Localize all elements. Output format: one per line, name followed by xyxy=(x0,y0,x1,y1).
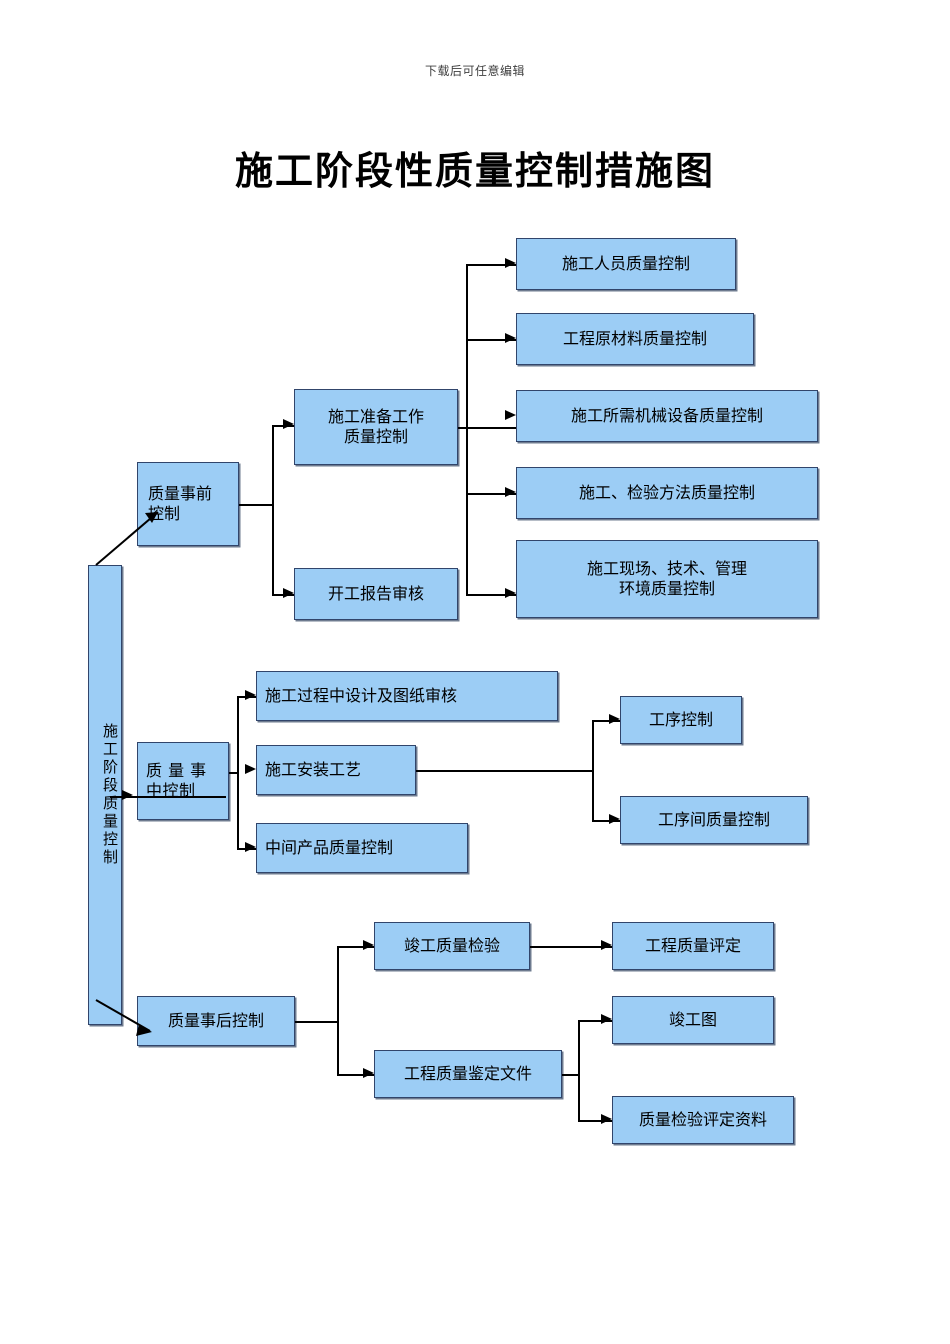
edge-pre-trunk xyxy=(272,425,274,595)
edge-installart-trunk xyxy=(592,720,594,820)
edge-finalcheck-to-evaluation-line xyxy=(530,946,612,948)
edge-root-to-during-line xyxy=(110,796,226,798)
node-site-environment-quality-control[interactable]: 施工现场、技术、管理 环境质量控制 xyxy=(516,540,818,618)
node-process-control[interactable]: 工序控制 xyxy=(620,696,742,744)
node-machinery-quality-control[interactable]: 施工所需机械设备质量控制 xyxy=(516,390,818,442)
node-raw-material-quality-control[interactable]: 工程原材料质量控制 xyxy=(516,313,754,365)
node-root[interactable]: 施工阶段质量控制 xyxy=(88,565,122,1025)
edge-during-trunk xyxy=(237,696,239,848)
edge-post-trunk xyxy=(337,946,339,1074)
node-preparation-work[interactable]: 施工准备工作 质量控制 xyxy=(294,389,458,465)
edge-prep-to-machinery-arrow xyxy=(505,410,516,420)
edge-prep-to-environment-arrow xyxy=(505,588,516,598)
edge-prep-stem xyxy=(458,427,516,429)
edge-installart-to-process-line xyxy=(592,720,620,722)
edge-post-to-finalcheck-line xyxy=(337,946,374,948)
edge-post-to-appraisal-line xyxy=(337,1074,374,1076)
edge-installart-to-process-arrow xyxy=(609,714,620,724)
node-final-quality-inspection[interactable]: 竣工质量检验 xyxy=(374,922,530,970)
node-post-control[interactable]: 质量事后控制 xyxy=(137,996,295,1046)
node-as-built-drawing[interactable]: 竣工图 xyxy=(612,996,774,1044)
edge-pre-to-prep-arrow xyxy=(283,419,294,429)
edge-appraisal-to-records-line xyxy=(578,1120,612,1122)
document-header-note: 下载后可任意编辑 xyxy=(424,64,525,78)
edge-during-to-installart-arrow xyxy=(245,764,256,774)
node-start-report-review[interactable]: 开工报告审核 xyxy=(294,568,458,620)
edge-finalcheck-to-evaluation-arrow xyxy=(601,940,612,950)
node-personnel-quality-control[interactable]: 施工人员质量控制 xyxy=(516,238,736,290)
edge-prep-to-personnel-line xyxy=(466,264,516,266)
node-quality-inspection-records[interactable]: 质量检验评定资料 xyxy=(612,1096,794,1144)
edge-appraisal-to-asbuilt-arrow xyxy=(601,1014,612,1024)
page-title: 施工阶段性质量控制措施图 xyxy=(234,148,715,193)
edge-post-to-finalcheck-arrow xyxy=(363,940,374,950)
edge-during-to-design-arrow xyxy=(245,690,256,700)
edge-prep-trunk xyxy=(466,264,468,594)
node-method-quality-control[interactable]: 施工、检验方法质量控制 xyxy=(516,467,818,519)
edge-root-to-during-arrow xyxy=(122,790,133,800)
node-inter-process-quality-control[interactable]: 工序间质量控制 xyxy=(620,796,808,844)
edge-installart-stem xyxy=(416,770,594,772)
edge-installart-to-interprocess-arrow xyxy=(609,814,620,824)
edge-prep-to-material-arrow xyxy=(505,333,516,343)
edge-during-to-midproduct-arrow xyxy=(245,842,256,852)
edge-appraisal-trunk xyxy=(578,1020,580,1120)
edge-appraisal-to-asbuilt-line xyxy=(578,1020,612,1022)
node-intermediate-product-quality-control[interactable]: 中间产品质量控制 xyxy=(256,823,468,873)
node-quality-appraisal-document[interactable]: 工程质量鉴定文件 xyxy=(374,1050,562,1098)
edge-prep-to-method-arrow xyxy=(505,487,516,497)
node-installation-technique[interactable]: 施工安装工艺 xyxy=(256,745,416,795)
edge-post-to-appraisal-arrow xyxy=(363,1068,374,1078)
node-during-control[interactable]: 质 量 事 中控制 xyxy=(137,742,229,820)
edge-during-stem xyxy=(229,772,239,774)
edge-appraisal-stem xyxy=(562,1074,580,1076)
edge-pre-stem xyxy=(239,504,273,506)
edge-prep-to-method-line xyxy=(466,493,516,495)
node-design-drawing-review[interactable]: 施工过程中设计及图纸审核 xyxy=(256,671,558,721)
edge-installart-to-interprocess-line xyxy=(592,820,620,822)
edge-prep-to-environment-line xyxy=(466,594,516,596)
edge-post-stem xyxy=(295,1021,339,1023)
edge-appraisal-to-records-arrow xyxy=(601,1114,612,1124)
edge-prep-to-material-line xyxy=(466,339,516,341)
edge-pre-to-startreport-arrow xyxy=(283,588,294,598)
node-project-quality-evaluation[interactable]: 工程质量评定 xyxy=(612,922,774,970)
node-pre-control[interactable]: 质量事前 控制 xyxy=(137,462,239,546)
edge-prep-to-personnel-arrow xyxy=(505,258,516,268)
